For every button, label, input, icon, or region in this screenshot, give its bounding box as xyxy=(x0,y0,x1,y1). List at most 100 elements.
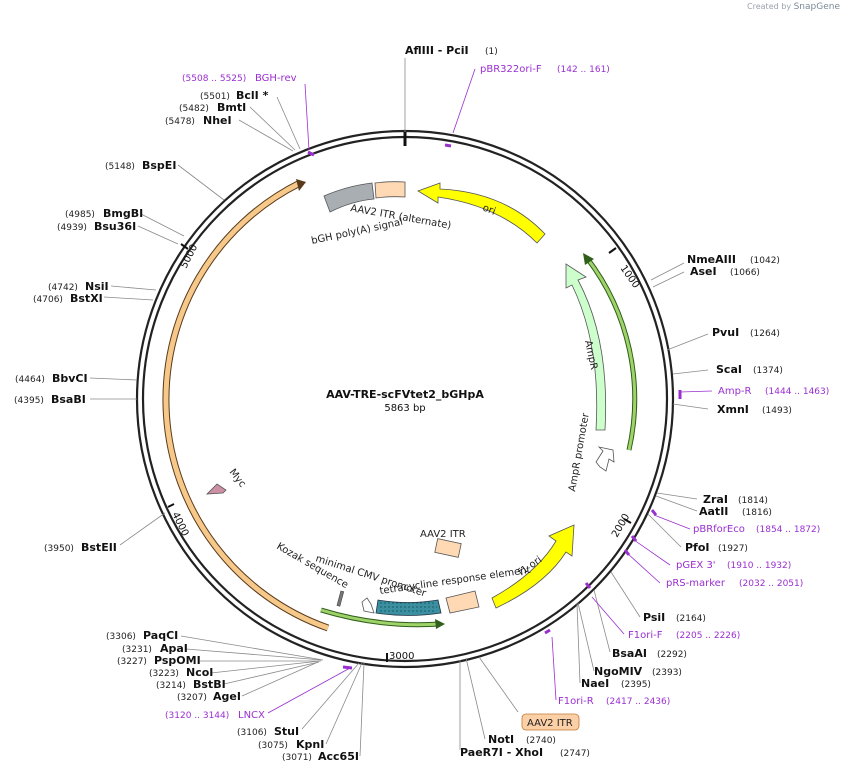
leader-scai xyxy=(672,369,709,375)
svg-text:KpnI: KpnI xyxy=(296,738,324,751)
svg-text:NmeAIII: NmeAIII xyxy=(687,253,736,266)
tick-marks xyxy=(167,243,632,662)
svg-text:(3120 .. 3144): (3120 .. 3144) xyxy=(165,711,229,721)
svg-text:(4939): (4939) xyxy=(57,223,87,233)
enzyme-leaders xyxy=(89,58,709,757)
enzyme-paqci: PaqCI(3306) xyxy=(106,629,178,642)
feature-label-ori: ori xyxy=(481,203,497,218)
svg-text:(3207): (3207) xyxy=(177,693,207,703)
orf-arc xyxy=(162,179,330,632)
feature-label-ampr-promoter: AmpR promoter xyxy=(567,411,592,492)
svg-text:(1493): (1493) xyxy=(762,406,792,416)
svg-text:(2747): (2747) xyxy=(560,749,590,759)
enzyme-bstbi: BstBI (3214) xyxy=(156,678,226,691)
enzyme-bsteii: BstEII (3950) xyxy=(44,541,117,554)
leader-bgh-rev xyxy=(304,83,310,151)
enzyme-bcli: BclI *(5501) xyxy=(200,89,269,102)
leader-psii xyxy=(610,571,641,618)
svg-text:PfoI: PfoI xyxy=(685,541,710,554)
enzyme-pfoi: PfoI (1927) xyxy=(685,541,748,554)
enzyme-asei: AseI(1066) xyxy=(690,265,760,278)
primer-leaders xyxy=(267,68,713,714)
feature-tre xyxy=(375,599,442,616)
leader-bmti xyxy=(249,106,296,151)
feature-label-aav2-itr: AAV2 ITR xyxy=(420,529,466,540)
enzyme-kpni: KpnI(3075) xyxy=(258,738,324,751)
leader-agei xyxy=(241,661,319,697)
svg-text:(3214): (3214) xyxy=(156,681,186,691)
brand-name: SnapGene xyxy=(793,2,840,12)
enzyme-bspei: BspEI(5148) xyxy=(105,159,176,172)
svg-text:(5508 .. 5525): (5508 .. 5525) xyxy=(182,74,246,84)
leader-ncoi xyxy=(210,660,321,674)
plasmid-length: 5863 bp xyxy=(384,403,425,414)
feature-label-bgh-polya: bGH poly(A) signal xyxy=(310,217,404,247)
svg-text:PsiI: PsiI xyxy=(643,611,665,624)
enzyme-psii: PsiI (2164) xyxy=(643,611,706,624)
enzyme-nsii: NsiI(4742) xyxy=(48,280,109,293)
svg-text:(4395): (4395) xyxy=(14,396,44,406)
svg-text:Acc65I: Acc65I xyxy=(318,750,359,763)
svg-text:ZraI: ZraI xyxy=(703,493,728,506)
enzyme-aatii: AatII(1816) xyxy=(699,505,772,518)
primer-lncx: LNCX (3120 .. 3144) xyxy=(165,710,265,721)
leader-nmeaiii xyxy=(650,262,685,281)
aav2-itr-box-text: AAV2 ITR xyxy=(527,718,573,729)
enzyme-bstxi: BstXI(4706) xyxy=(33,292,103,305)
leader-pbrforeco xyxy=(653,514,691,530)
tre-outer-arc xyxy=(320,607,445,629)
feature-ampr xyxy=(565,263,607,431)
svg-text:(142 .. 161): (142 .. 161) xyxy=(557,65,610,75)
leader-f1ori-r xyxy=(551,636,557,701)
svg-text:(3223): (3223) xyxy=(149,669,179,679)
leader-ngomiv xyxy=(577,602,595,672)
brand-prefix: Created by xyxy=(747,2,792,11)
enzyme-agei: AgeI (3207) xyxy=(177,690,241,703)
enzyme-nhei: NheI(5478) xyxy=(165,114,232,127)
tick-label-5000: 5000 xyxy=(179,243,200,271)
svg-text:PvuI: PvuI xyxy=(712,326,739,339)
svg-text:(2164): (2164) xyxy=(676,614,706,624)
svg-text:(3950): (3950) xyxy=(44,544,74,554)
tick-label-3000: 3000 xyxy=(389,651,414,662)
leader-bstxi xyxy=(103,296,154,301)
enzyme-bmti: BmtI(5482) xyxy=(179,101,246,114)
tick-mark-2000 xyxy=(623,518,632,524)
svg-text:AgeI: AgeI xyxy=(213,690,241,703)
leader-xmni xyxy=(672,403,709,410)
leader-apai xyxy=(185,648,323,661)
svg-text:(1444 .. 1463): (1444 .. 1463) xyxy=(765,387,829,397)
feature-aav2-itr-right xyxy=(445,590,480,614)
enzyme-stui: StuI(3106) xyxy=(237,725,299,738)
svg-text:(1910 .. 1932): (1910 .. 1932) xyxy=(727,561,791,571)
leader-pgex3 xyxy=(633,539,671,566)
leader-nhei xyxy=(238,119,294,152)
svg-text:BstBI: BstBI xyxy=(193,678,226,691)
primer-f1ori-r: F1ori-R(2417 .. 2436) xyxy=(558,696,670,707)
svg-text:NheI: NheI xyxy=(203,114,232,127)
svg-text:LNCX: LNCX xyxy=(238,710,265,721)
svg-text:(5482): (5482) xyxy=(179,104,209,114)
feature-myc xyxy=(205,483,227,495)
svg-text:AseI: AseI xyxy=(690,265,717,278)
feature-aav2-itr-inner xyxy=(434,538,462,558)
primer-f1ori-f: F1ori-F(2205 .. 2226) xyxy=(628,630,740,641)
svg-text:(1264): (1264) xyxy=(750,329,780,339)
svg-text:BstEII: BstEII xyxy=(81,541,117,554)
svg-text:BmgBI: BmgBI xyxy=(103,207,143,220)
svg-text:ScaI: ScaI xyxy=(716,363,742,376)
svg-text:NsiI: NsiI xyxy=(85,280,109,293)
svg-text:(1927): (1927) xyxy=(718,544,748,554)
svg-text:(3306): (3306) xyxy=(106,632,136,642)
enzyme-nmeaiii: NmeAIII(1042) xyxy=(687,253,780,266)
enzyme-ncoi: NcoI(3223) xyxy=(149,666,213,679)
svg-text:BsaBI: BsaBI xyxy=(51,393,86,406)
feature-min-cmv xyxy=(361,597,375,614)
primer-labels: pBR322ori-F(142 .. 161) Amp-R(1444 .. 14… xyxy=(165,64,829,721)
svg-text:StuI: StuI xyxy=(274,725,299,738)
svg-text:NaeI: NaeI xyxy=(581,677,609,690)
svg-text:F1ori-R: F1ori-R xyxy=(558,696,594,707)
svg-text:F1ori-F: F1ori-F xyxy=(628,630,663,641)
leader-aatii xyxy=(655,495,698,512)
